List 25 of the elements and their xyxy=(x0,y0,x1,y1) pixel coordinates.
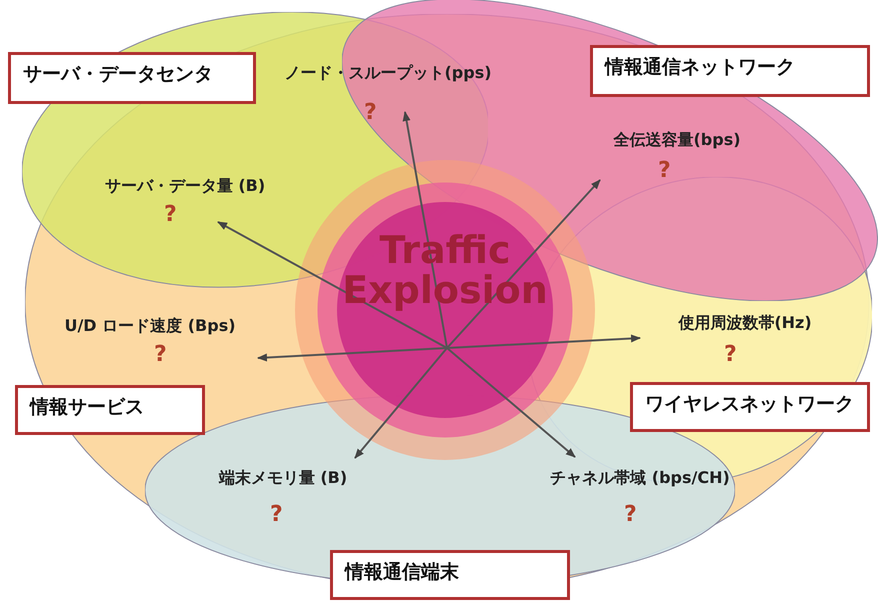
measure-label: U/D ロード速度 (Bps) xyxy=(63,316,237,337)
question-mark: ? xyxy=(154,342,167,367)
arrow xyxy=(257,347,448,362)
arrow xyxy=(402,111,448,348)
region-label: ワイヤレスネットワーク xyxy=(630,382,870,432)
question-mark: ? xyxy=(364,100,377,125)
region-label: 情報通信端末 xyxy=(330,550,570,600)
measure-label: サーバ・データ量 (B) xyxy=(104,176,266,197)
question-mark: ? xyxy=(724,342,737,367)
arrow xyxy=(354,347,448,459)
measure-label: チャネル帯域 (bps/CH) xyxy=(549,468,731,489)
measure-label: 使用周波数帯(Hz) xyxy=(677,313,813,334)
question-mark: ? xyxy=(270,502,283,527)
region-label: 情報通信ネットワーク xyxy=(590,45,870,97)
measure-label: 全伝送容量(bps) xyxy=(612,130,742,151)
measure-label: ノード・スループット(pps) xyxy=(283,63,493,84)
question-mark: ? xyxy=(164,202,177,227)
question-mark: ? xyxy=(624,502,637,527)
region-label: 情報サービス xyxy=(15,385,205,435)
arrow xyxy=(446,347,576,458)
measure-label: 端末メモリ量 (B) xyxy=(218,468,348,489)
arrow xyxy=(446,179,601,349)
arrow xyxy=(446,334,641,349)
question-mark: ? xyxy=(658,158,671,183)
region-label: サーバ・データセンタ xyxy=(8,52,256,104)
